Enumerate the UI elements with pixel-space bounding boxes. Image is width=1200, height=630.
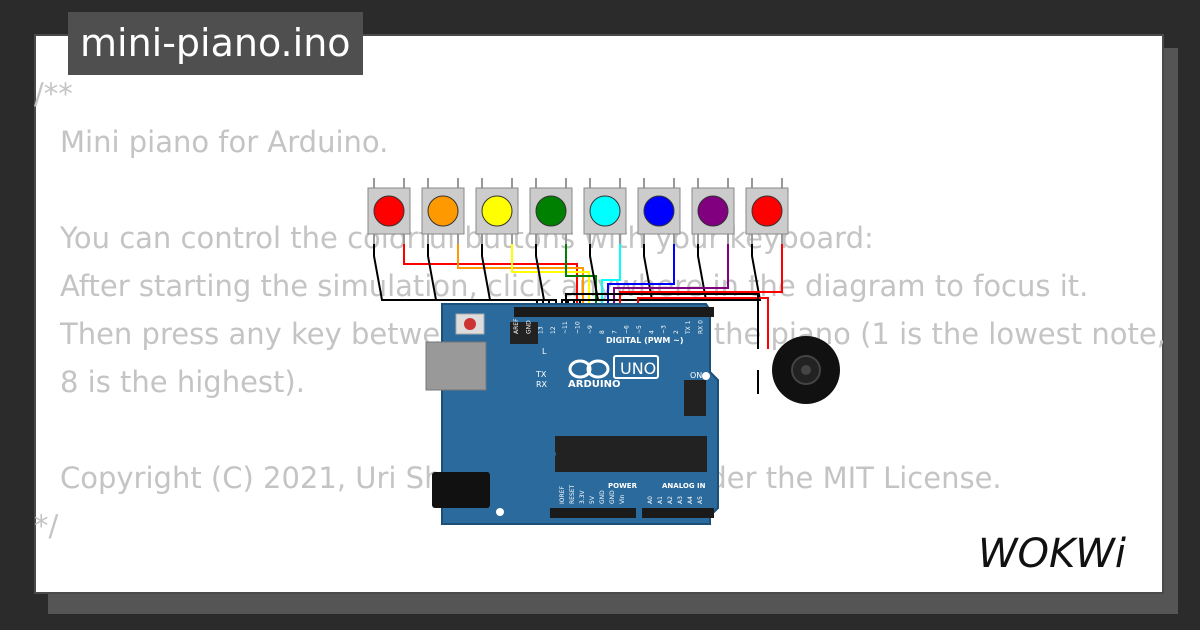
- mount-hole: [496, 508, 504, 516]
- signal-wire: [619, 244, 783, 308]
- buzzer-ground-wire: [565, 293, 759, 349]
- pin-label: A4: [687, 496, 694, 504]
- piano-key-button[interactable]: [475, 178, 519, 244]
- pin-label: A1: [657, 496, 664, 504]
- piano-key-button[interactable]: [637, 178, 681, 244]
- pin-label: GND: [609, 490, 616, 504]
- l-led-label: L: [542, 347, 547, 356]
- pin-label: AREF: [513, 318, 520, 334]
- pin-label: ~11: [562, 321, 569, 334]
- pin-label: A5: [697, 496, 704, 504]
- pin-label: A2: [667, 496, 674, 504]
- signal-wire: [511, 244, 590, 308]
- analog-header-label: ANALOG IN: [662, 482, 706, 490]
- board-name: UNO: [620, 359, 656, 378]
- wokwi-logo: WOKWi: [978, 531, 1126, 577]
- pin-label: TX 1: [685, 320, 692, 335]
- signal-wire: [613, 244, 729, 308]
- analog-header: [642, 508, 714, 518]
- pin-label: IOREF: [559, 486, 566, 504]
- pin-label: ~9: [587, 325, 594, 334]
- code-line: After starting the simulation, click any…: [60, 269, 1089, 303]
- wokwi-logo-text: WOKWi: [978, 531, 1126, 577]
- pin-label: ~5: [636, 325, 643, 334]
- power-header-label: POWER: [608, 482, 638, 490]
- usb-port: [425, 341, 487, 391]
- signal-wire: [457, 244, 584, 308]
- rx-led-label: RX: [536, 380, 548, 389]
- pin-label: 2: [673, 330, 680, 334]
- code-line: 8 is the highest).: [60, 365, 305, 399]
- mount-hole: [702, 372, 710, 380]
- pin-label: GND: [599, 490, 606, 504]
- icsp-header-2: [684, 380, 706, 416]
- reset-button[interactable]: [464, 318, 476, 330]
- piezo-buzzer[interactable]: [757, 336, 840, 404]
- power-header: [550, 508, 636, 518]
- ground-wire: [373, 244, 538, 308]
- signal-wire: [601, 244, 621, 308]
- pin-label: RESET: [569, 484, 576, 504]
- code-line: */: [34, 509, 59, 543]
- signal-wire: [607, 244, 675, 308]
- ground-wire: [427, 244, 544, 308]
- pin-label: 7: [611, 330, 618, 334]
- pin-label: ~10: [575, 321, 582, 334]
- pushbutton-row[interactable]: [367, 178, 789, 244]
- pin-labels: AREF GND 13 12 ~11 ~10 ~9 8 7 ~6 ~5 4 ~3 2 TX 1 RX 0 IOR…: [513, 318, 705, 504]
- circuit-diagram[interactable]: AREF GND 13 12 ~11 ~10 ~9 8 7 ~6 ~5 4 ~3 2 TX 1 RX 0 IOR…: [328, 144, 840, 530]
- code-line: /**: [34, 77, 73, 111]
- pin-label: Vin: [619, 494, 626, 504]
- pin-label: 8: [599, 330, 606, 334]
- digital-header: [514, 307, 714, 317]
- power-jack: [432, 472, 490, 508]
- board-brand: ARDUINO: [568, 379, 620, 390]
- ground-wire: [579, 244, 762, 308]
- pin-label: RX 0: [698, 320, 705, 334]
- icsp-header: [510, 322, 538, 344]
- ground-wire: [535, 244, 557, 308]
- pin-label: GND: [525, 320, 532, 334]
- pin-label: A3: [677, 496, 684, 504]
- tx-led-label: TX: [535, 370, 547, 379]
- piano-key-button[interactable]: [367, 178, 411, 244]
- arduino-uno-board[interactable]: AREF GND 13 12 ~11 ~10 ~9 8 7 ~6 ~5 4 ~3 2 TX 1 RX 0 IOR…: [425, 303, 719, 525]
- arduino-logo-icon: [568, 359, 610, 379]
- on-led-label: ON: [690, 371, 702, 380]
- code-comment-block: /**Mini piano for Arduino.​You can contr…: [34, 70, 1166, 550]
- pin-label: 4: [648, 330, 655, 334]
- pin-label: 3.3V: [579, 489, 586, 504]
- piano-key-button[interactable]: [745, 178, 789, 244]
- pin-label: 12: [550, 326, 557, 334]
- pin-label: ~6: [624, 325, 631, 334]
- pin-label: 5V: [589, 495, 596, 504]
- signal-wire: [403, 244, 578, 308]
- piano-key-button[interactable]: [529, 178, 573, 244]
- file-name-tab[interactable]: mini-piano.ino: [68, 12, 363, 75]
- piano-key-button[interactable]: [583, 178, 627, 244]
- piano-key-button[interactable]: [421, 178, 465, 244]
- pin-label: A0: [647, 496, 654, 504]
- code-line: Mini piano for Arduino.: [60, 125, 389, 159]
- piano-key-button[interactable]: [691, 178, 735, 244]
- pin-label: ~3: [661, 325, 668, 334]
- atmega-chip: [555, 436, 707, 472]
- pin-label: 13: [538, 326, 545, 334]
- digital-header-label: DIGITAL (PWM ~): [606, 336, 684, 345]
- ground-wire: [481, 244, 550, 308]
- signal-wire: [565, 244, 597, 308]
